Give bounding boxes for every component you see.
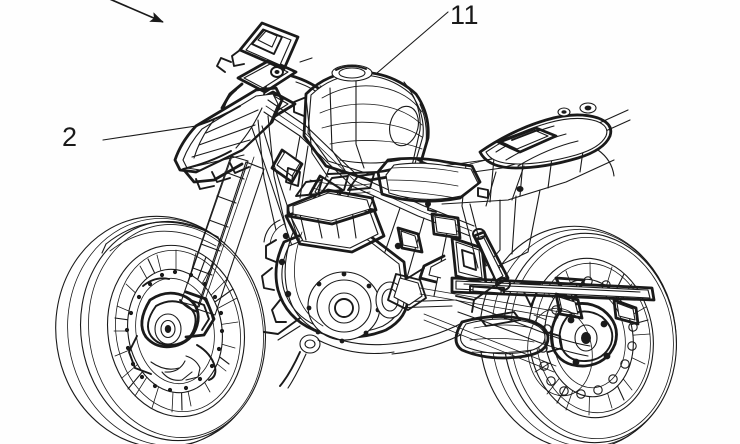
direction-of-travel-arrow xyxy=(109,0,164,23)
leader-line-11 xyxy=(376,11,449,74)
reference-numeral-2: 2 xyxy=(62,122,78,152)
instrument-cluster xyxy=(231,21,300,71)
leader-line-2 xyxy=(102,125,197,141)
exhaust-system xyxy=(284,229,563,360)
front-wheel xyxy=(55,215,267,444)
seat-and-tail-rack xyxy=(376,102,613,207)
headlight-cowl xyxy=(173,86,284,190)
misc-details xyxy=(166,149,615,389)
swingarm xyxy=(407,228,656,397)
engine xyxy=(261,173,427,354)
reference-numeral-11: 11 xyxy=(450,0,480,30)
front-fork xyxy=(101,138,265,316)
